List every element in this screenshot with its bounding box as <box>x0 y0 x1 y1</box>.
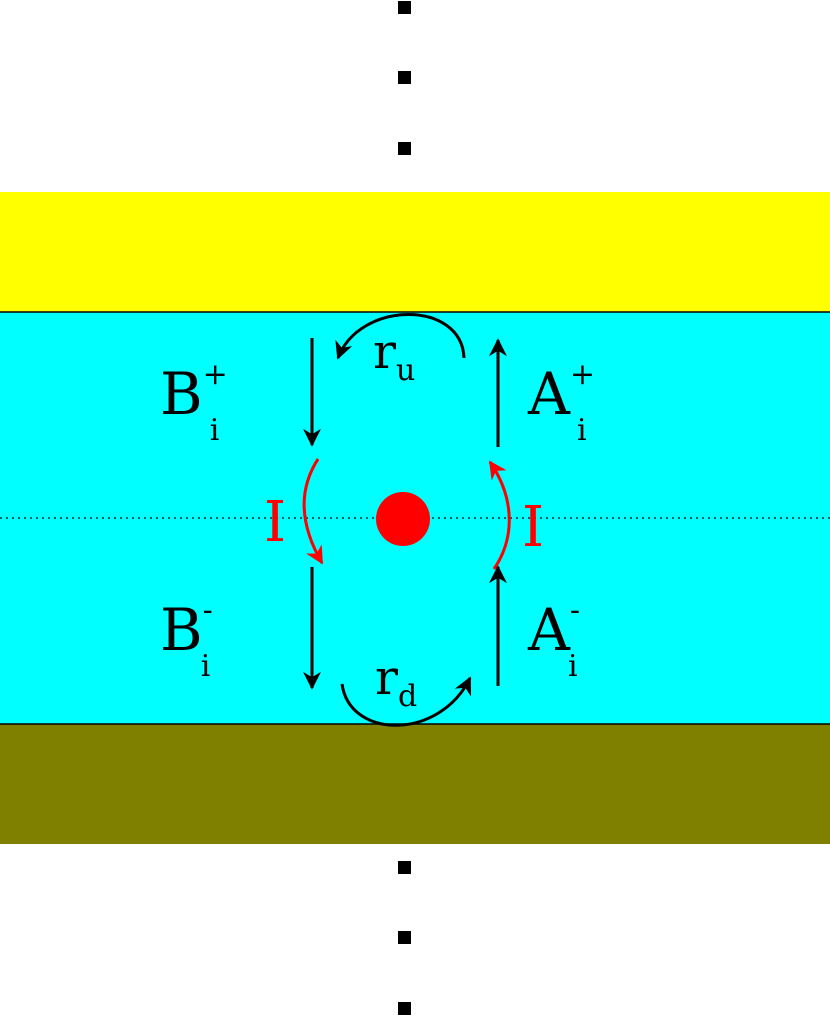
lower-layer <box>0 724 830 844</box>
r-up-arrow <box>335 313 466 360</box>
continuation-dot-top-3 <box>398 142 411 155</box>
label-r-up: ru <box>373 324 415 388</box>
continuation-dot-top-2 <box>398 71 411 84</box>
r-down-arrow <box>340 676 472 727</box>
label-b-plus: B+i <box>160 357 228 448</box>
interface-arrow-left <box>302 458 324 565</box>
source-dot <box>376 492 430 546</box>
label-interface-left: I <box>264 490 286 555</box>
continuation-dot-bottom-3 <box>398 1002 411 1015</box>
continuation-dot-bottom-1 <box>398 861 411 874</box>
label-a-minus: A-i <box>527 593 580 684</box>
label-interface-right: I <box>522 495 544 560</box>
label-r-down: rd <box>375 650 417 714</box>
label-b-minus: B-i <box>160 593 213 684</box>
label-a-plus: A+i <box>527 357 595 448</box>
continuation-dot-bottom-2 <box>398 931 411 944</box>
upper-layer <box>0 192 830 312</box>
interface-arrow-right <box>488 460 511 570</box>
continuation-dot-top-1 <box>398 1 411 14</box>
